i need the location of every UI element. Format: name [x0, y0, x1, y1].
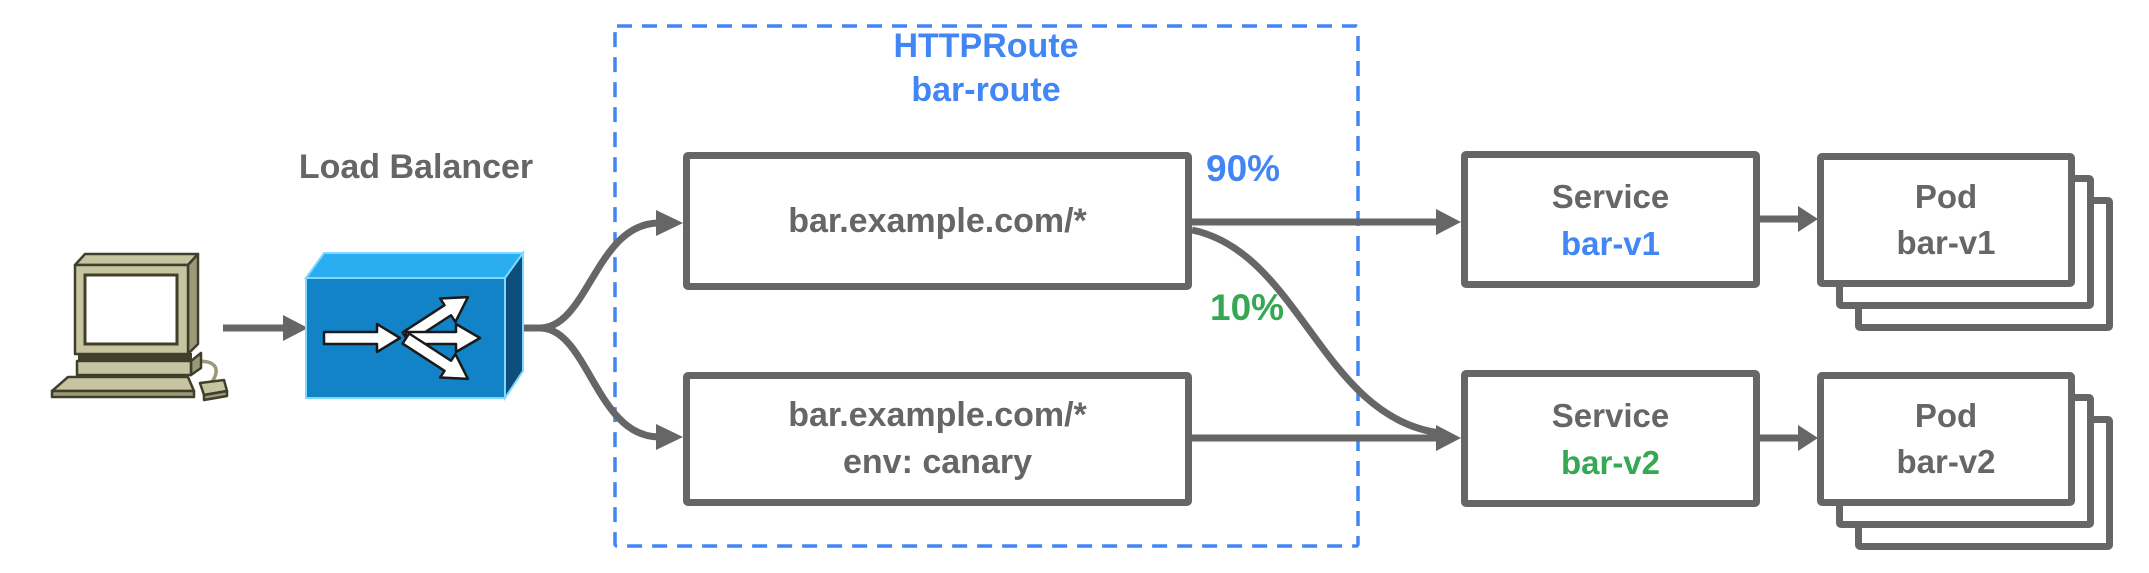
httproute-label-kind: HTTPRoute [893, 27, 1079, 65]
service-box-bar-v1: Service bar-v1 [1461, 151, 1760, 288]
lb-fan-arrow-down [401, 332, 470, 381]
curve-lb-to-route2 [539, 324, 660, 441]
route-rule-box-2: bar.example.com/* env: canary [683, 372, 1192, 506]
pod-kind-label: Pod [1914, 397, 1978, 434]
pod-card-front: Pod bar-v1 [1817, 153, 2075, 287]
route-rule-host: bar.example.com/* [788, 201, 1087, 240]
load-balancer-icon [304, 249, 525, 402]
arrowhead-lb-to-route1 [656, 210, 683, 236]
httproute-label-name: bar-route [911, 71, 1061, 109]
service-name-label: bar-v2 [1560, 443, 1661, 481]
arrowhead-client-to-lb [283, 315, 308, 341]
pod-name-label: bar-v2 [1896, 443, 1996, 480]
service-name-label: bar-v1 [1560, 224, 1661, 262]
pod-card-front: Pod bar-v2 [1817, 372, 2075, 506]
lb-input-arrow [322, 322, 402, 354]
pod-stack-bar-v2: Pod bar-v2 [1817, 372, 2113, 550]
arrowhead-route2-to-service2 [1436, 425, 1461, 451]
httproute-label: HTTPRoute bar-route [738, 24, 1234, 112]
desktop-computer-icon [50, 252, 229, 402]
route-rule-match: env: canary [843, 443, 1032, 481]
curve-route1-to-service2 [1191, 226, 1441, 437]
route-rule-host: bar.example.com/* [788, 396, 1087, 434]
service-kind-label: Service [1551, 396, 1670, 434]
pod-name-label: bar-v1 [1896, 224, 1996, 261]
pod-stack-bar-v1: Pod bar-v1 [1817, 153, 2113, 331]
arrowhead-route1-to-service1 [1436, 209, 1461, 235]
curve-lb-to-route1 [539, 219, 660, 332]
pod-kind-label: Pod [1914, 178, 1978, 215]
service-kind-label: Service [1551, 177, 1670, 215]
service-box-bar-v2: Service bar-v2 [1461, 370, 1760, 507]
load-balancer-label: Load Balancer [298, 148, 534, 186]
traffic-split-90-label: 90% [1206, 148, 1281, 189]
traffic-split-10-label: 10% [1210, 287, 1285, 328]
arrowhead-lb-to-route2 [656, 424, 683, 450]
arrowhead-service1-to-pod1 [1798, 206, 1818, 232]
route-rule-box-1: bar.example.com/* [683, 152, 1192, 290]
arrowhead-service2-to-pod2 [1798, 425, 1818, 451]
httproute-boundary [613, 24, 1360, 548]
